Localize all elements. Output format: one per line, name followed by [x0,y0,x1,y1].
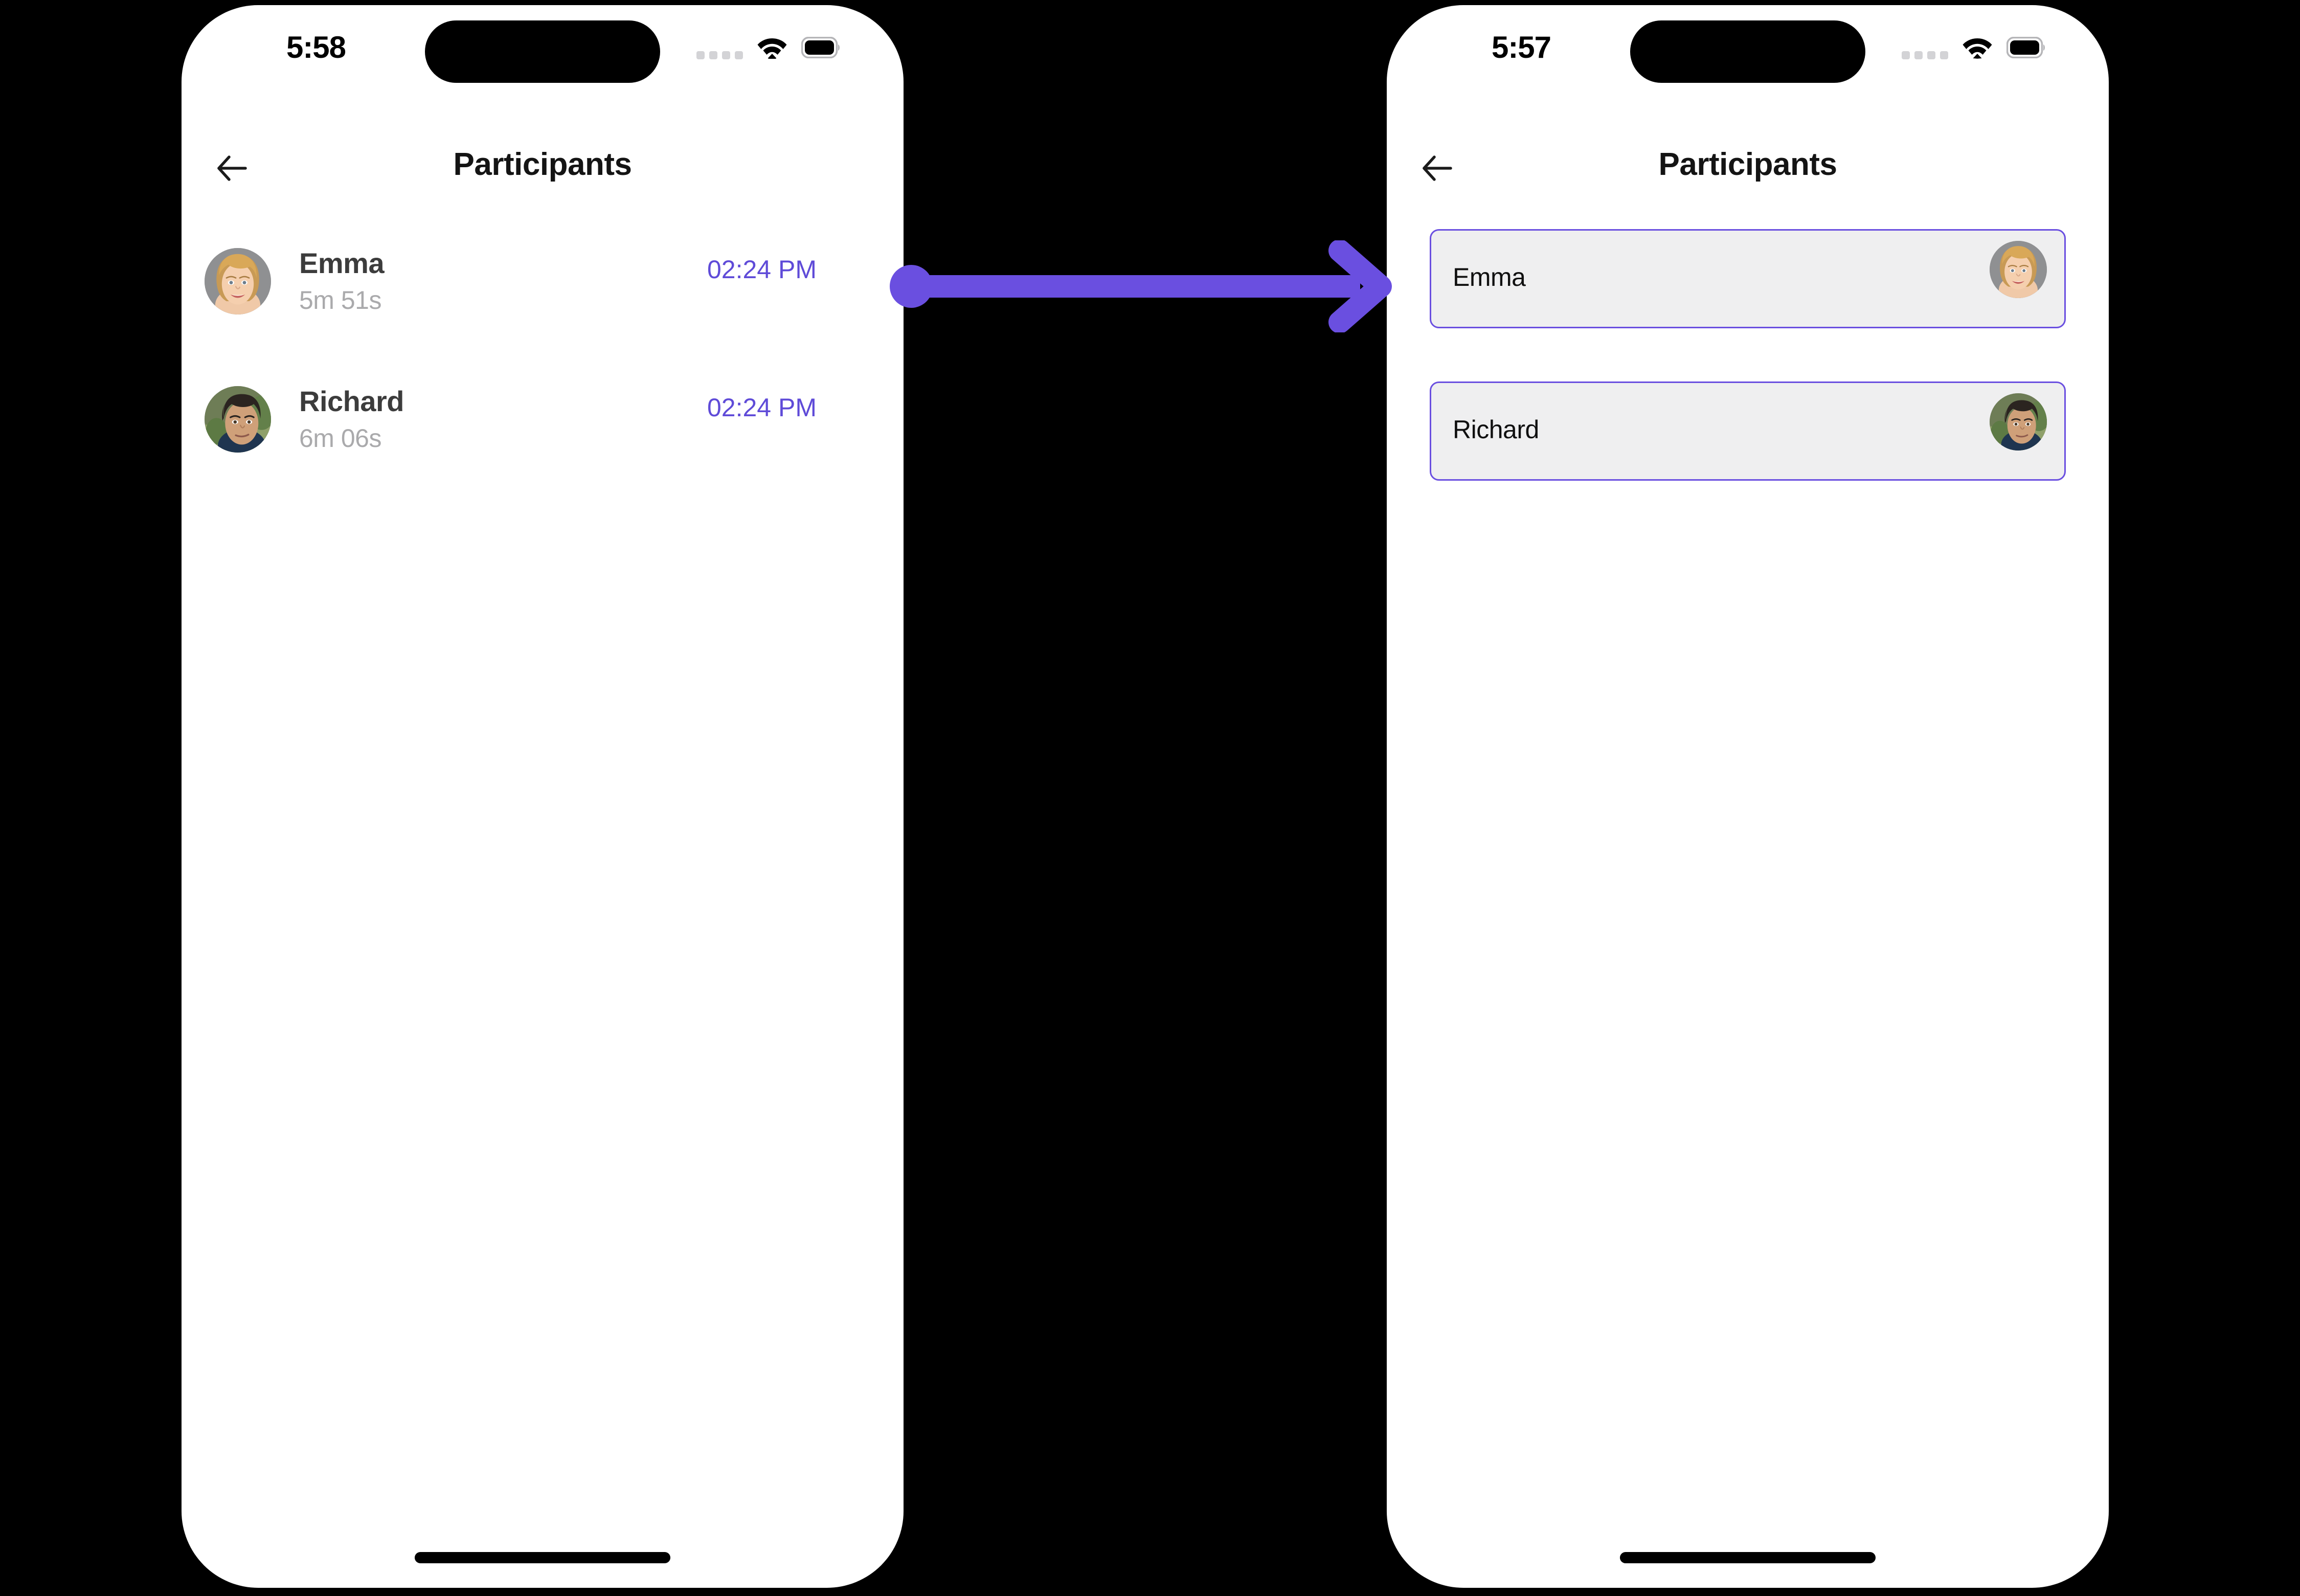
participant-duration: 6m 06s [299,424,381,453]
participant-timestamp: 02:24 PM [707,255,817,284]
avatar-richard [1990,393,2047,451]
avatar-richard [205,386,271,453]
status-bar-time: 5:57 [1491,30,1551,64]
battery-full-icon [2006,37,2046,58]
phone-screen-before: 5:58 [182,5,904,1588]
phone-screen-after: 5:57 [1387,5,2109,1588]
cellular-dots-icon [696,34,743,61]
page-title: Participants [1658,147,1837,182]
participant-row[interactable]: Richard 6m 06s 02:24 PM [182,363,904,501]
status-bar-indicators [696,34,841,61]
nav-bar-after: Participants [1387,137,2109,198]
dynamic-island [425,20,660,83]
participant-name: Richard [299,385,404,417]
back-button[interactable] [204,140,260,196]
flow-arrow-head [1328,240,1392,332]
wifi-icon [1961,35,1993,60]
status-bar-before: 5:58 [182,5,904,95]
participant-name: Emma [299,247,385,279]
participant-timestamp: 02:24 PM [707,393,817,422]
participants-list-after: Emma [1387,229,2109,534]
back-button[interactable] [1409,140,1465,196]
back-arrow-icon [211,147,254,190]
flow-arrow-annotation [890,240,1392,332]
home-indicator [415,1552,670,1563]
participant-duration: 5m 51s [299,286,381,314]
participants-list-before: Emma 5m 51s 02:24 PM [182,225,904,501]
status-bar-indicators [1902,34,2046,61]
flow-arrow-shaft [910,275,1360,298]
status-bar-time: 5:58 [286,30,346,64]
battery-full-icon [801,37,841,58]
wifi-icon [756,35,788,60]
participant-row[interactable]: Emma 5m 51s 02:24 PM [182,225,904,363]
participant-card[interactable]: Richard [1430,381,2066,481]
dynamic-island [1630,20,1865,83]
participant-card[interactable]: Emma [1430,229,2066,328]
avatar-emma [1990,241,2047,298]
avatar-emma [205,248,271,314]
participant-name: Richard [1453,415,1539,444]
participant-name: Emma [1453,263,1526,291]
page-title: Participants [453,147,632,182]
home-indicator [1620,1552,1876,1563]
back-arrow-icon [1416,147,1459,190]
status-bar-after: 5:57 [1387,5,2109,95]
nav-bar-before: Participants [182,137,904,198]
cellular-dots-icon [1902,34,1948,61]
